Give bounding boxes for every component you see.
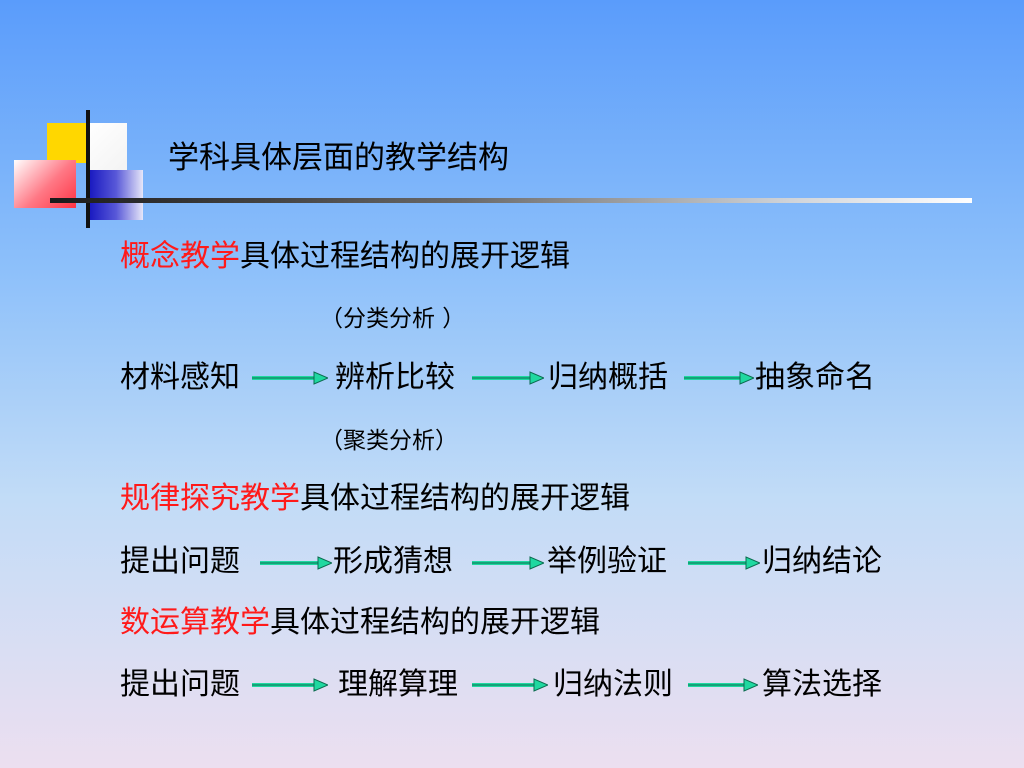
flow-arrow-icon — [472, 371, 544, 385]
flow-arrow-icon — [688, 556, 760, 570]
heading-red-text: 规律探究教学 — [120, 481, 300, 516]
step-text: 抽象命名 — [755, 360, 875, 395]
deco-yellow-square — [47, 123, 89, 163]
step-text: 提出问题 — [120, 667, 240, 702]
step-text: 辨析比较 — [335, 360, 455, 395]
step-text: 理解算理 — [338, 667, 458, 702]
deco-white-square — [89, 123, 127, 171]
deco-vertical-line — [86, 110, 90, 228]
deco-blue-square — [89, 170, 143, 220]
analysis-note-top: （分类分析 ） — [320, 306, 466, 332]
heading-red-text: 数运算教学 — [120, 605, 270, 640]
flow-arrow-icon — [260, 556, 332, 570]
flow-arrow-icon — [252, 678, 328, 692]
step-text: 举例验证 — [547, 544, 667, 579]
step-text: 算法选择 — [762, 667, 882, 702]
heading-black-text: 具体过程结构的展开逻辑 — [240, 239, 570, 274]
heading-black-text: 具体过程结构的展开逻辑 — [300, 481, 630, 516]
slide-corner-decoration — [0, 0, 160, 230]
slide-title: 学科具体层面的教学结构 — [168, 140, 509, 176]
heading-red-text: 概念教学 — [120, 239, 240, 274]
heading-black-text: 具体过程结构的展开逻辑 — [270, 605, 600, 640]
flow-arrow-icon — [688, 678, 758, 692]
step-text: 归纳法则 — [553, 667, 673, 702]
flow-arrow-icon — [252, 371, 328, 385]
section-heading-law-exploration: 规律探究教学具体过程结构的展开逻辑 — [120, 479, 630, 519]
section-heading-arithmetic: 数运算教学具体过程结构的展开逻辑 — [120, 603, 600, 643]
step-text: 材料感知 — [120, 360, 240, 395]
step-text: 归纳概括 — [548, 360, 668, 395]
flow-arrow-icon — [472, 678, 548, 692]
step-text: 形成猜想 — [333, 544, 453, 579]
analysis-note-bottom: （聚类分析） — [320, 428, 458, 454]
step-text: 归纳结论 — [762, 544, 882, 579]
flow-arrow-icon — [684, 371, 754, 385]
title-underline — [50, 198, 972, 203]
flow-arrow-icon — [472, 556, 544, 570]
section-heading-concept: 概念教学具体过程结构的展开逻辑 — [120, 237, 570, 277]
step-text: 提出问题 — [120, 544, 240, 579]
